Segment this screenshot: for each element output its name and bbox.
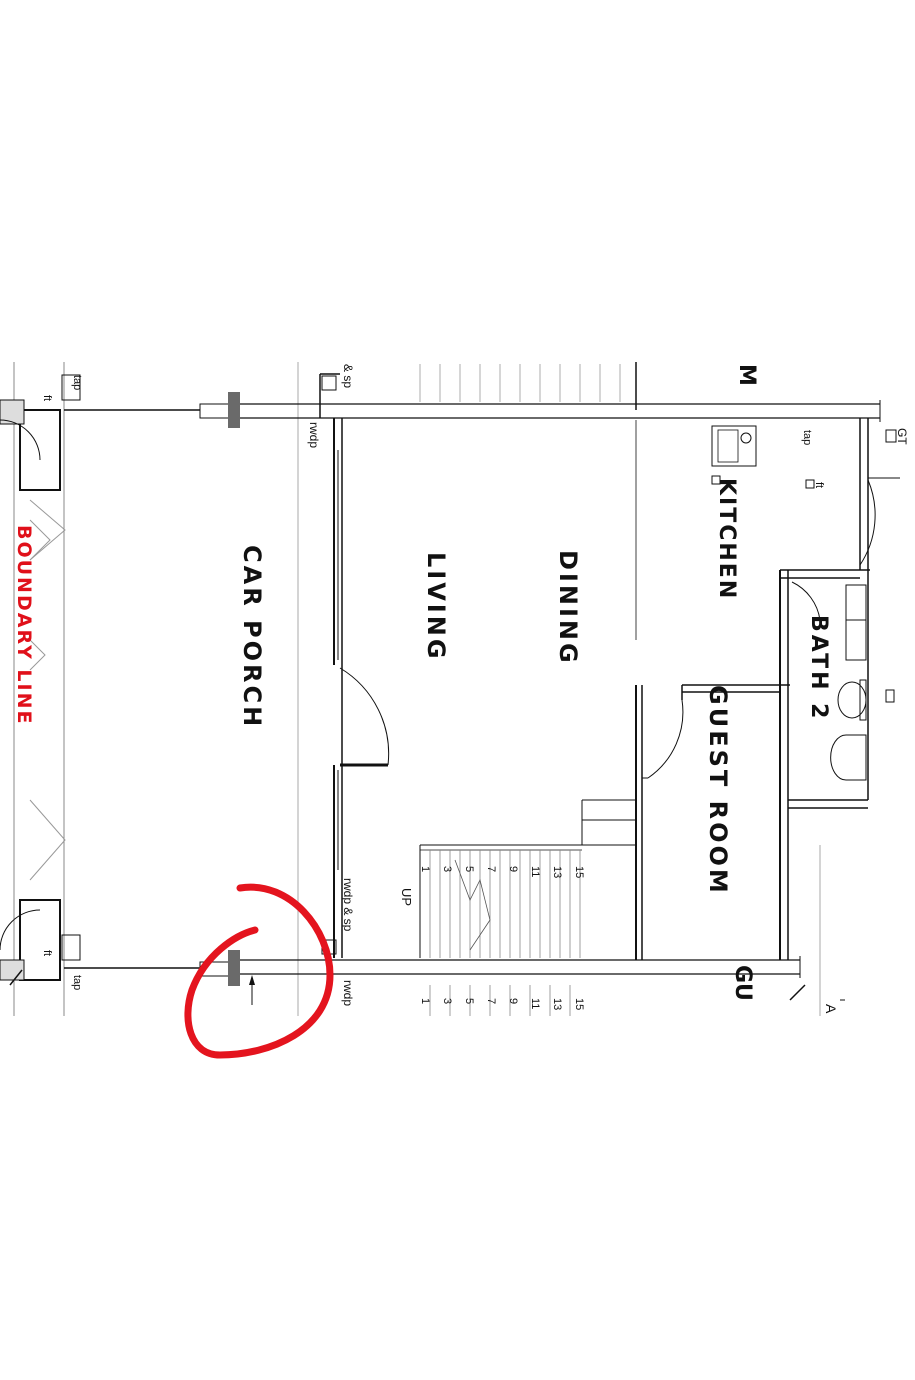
drawing-area [0,362,845,1018]
label-rwdp-sp-bottom: rwdp & sp [341,878,355,932]
boundary-line-label: BOUNDARY LINE [13,525,35,725]
stair-up-label: UP [399,888,414,906]
arrow-icon [789,984,806,1001]
label-tap-left-bottom: tap [71,975,83,990]
label-rwdp-bottom: rwdp [341,980,355,1006]
stair-step-number: 5 [463,998,475,1004]
gate-pillar-top [0,374,81,491]
floor-trap-icon [805,479,815,489]
room-label-guest-room: GUEST ROOM [704,685,732,896]
stair-step-number: 3 [441,866,453,872]
planter-mark [29,519,51,561]
arrow-icon [9,969,23,986]
stair-step-number: 1 [419,866,431,872]
label-ft-kitchen: ft [813,482,825,488]
arrow-head-icon [249,975,255,985]
shower-icon [845,584,867,661]
toilet-icon [837,679,867,721]
label-ft-left-bottom: ft [41,950,53,956]
label-gt: GT [895,428,909,445]
label-rwdp-top: rwdp [307,422,321,448]
stair-step-number: 1 [419,998,431,1004]
stair-step-number: 15 [573,866,585,878]
red-annotation-circle [184,883,334,1059]
column [228,950,240,986]
gully-trap-icon [885,429,897,443]
kitchen-sink-icon [711,425,757,467]
stair-step-number: 13 [551,998,563,1010]
stair-step-number: 15 [573,998,585,1010]
label-rwdp-sp-top: & sp [341,364,355,388]
column-base [199,403,231,419]
stair-treads [420,849,582,958]
stair-step-number: 7 [485,998,497,1004]
planter-mark [29,639,46,671]
floor-trap-icon [711,475,721,485]
room-label-bath-2: BATH 2 [806,615,831,721]
label-tap-kitchen: tap [801,430,813,445]
stair-step-number: 13 [551,866,563,878]
stair-step-number: 3 [441,998,453,1004]
room-label-dining: DINING [554,550,582,666]
basin-icon [830,734,867,781]
planter-mark [29,499,66,561]
stair-step-number: 9 [507,998,519,1004]
stair-step-number: 11 [529,998,541,1009]
planter-mark [29,799,66,881]
stair-step-number: 11 [529,866,541,877]
house-walls [319,362,900,1016]
partial-label-m: M [734,364,759,386]
stair-treads-bottom [429,985,571,1016]
room-label-car-porch: CAR PORCH [238,545,266,729]
label-tap-left-top: tap [71,375,83,390]
room-label-partial: GU [730,965,755,1001]
vent-icon [885,689,895,703]
stair-step-number: 7 [485,866,497,872]
label-ft-left-top: ft [41,395,53,401]
column [228,392,240,428]
room-label-kitchen: KITCHEN [714,478,739,600]
rwdp-icon [321,375,337,391]
room-label-living: LIVING [422,552,450,662]
partial-label-a: A [823,1004,839,1014]
stair-step-number: 5 [463,866,475,872]
stair-step-number: 9 [507,866,519,872]
stair-treads-top [419,364,621,402]
